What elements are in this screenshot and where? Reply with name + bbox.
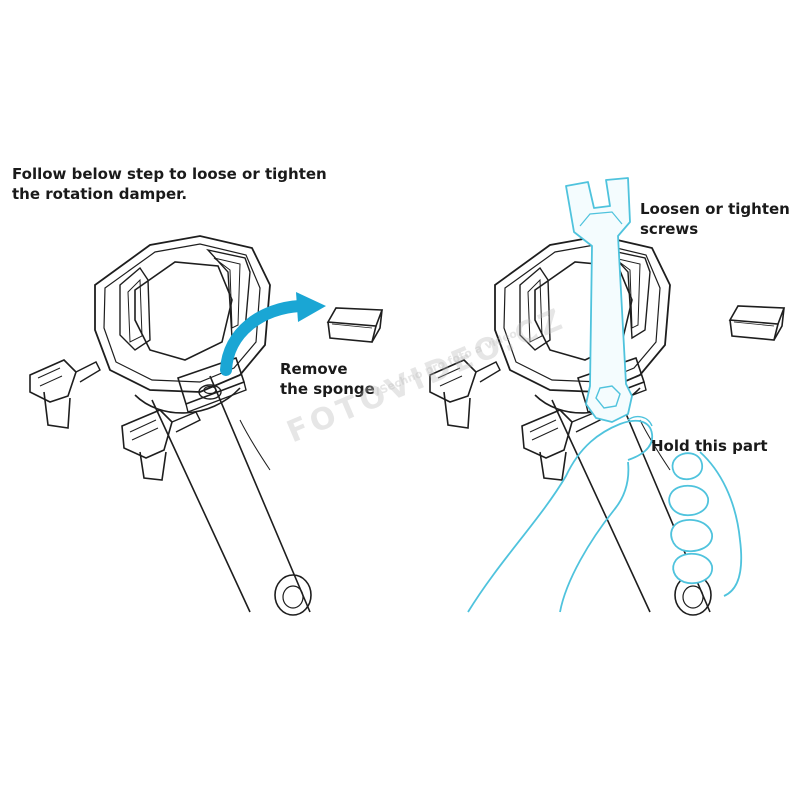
remove-line-2: the sponge: [280, 380, 375, 398]
hold-part-label: Hold this part: [651, 437, 768, 455]
sponge-right-icon: [729, 305, 785, 341]
loosen-screws-label: Loosen or tighten screws: [640, 199, 790, 239]
intro-instruction: Follow below step to loose or tighten th…: [12, 164, 327, 204]
intro-line-2: the rotation damper.: [12, 185, 188, 203]
sponge-left-icon: [327, 307, 383, 343]
loosen-line-2: screws: [640, 220, 699, 238]
hand-icon: [467, 415, 743, 613]
remove-sponge-label: Remove the sponge: [280, 359, 375, 399]
gimbal-left-illustration: [29, 235, 312, 616]
curved-arrow-icon: [220, 292, 326, 376]
intro-line-1: Follow below step to loose or tighten: [12, 165, 327, 183]
gimbal-right-illustration: [429, 235, 712, 616]
remove-line-1: Remove: [280, 360, 348, 378]
loosen-line-1: Loosen or tighten: [640, 200, 790, 218]
wrench-icon: [565, 177, 633, 423]
